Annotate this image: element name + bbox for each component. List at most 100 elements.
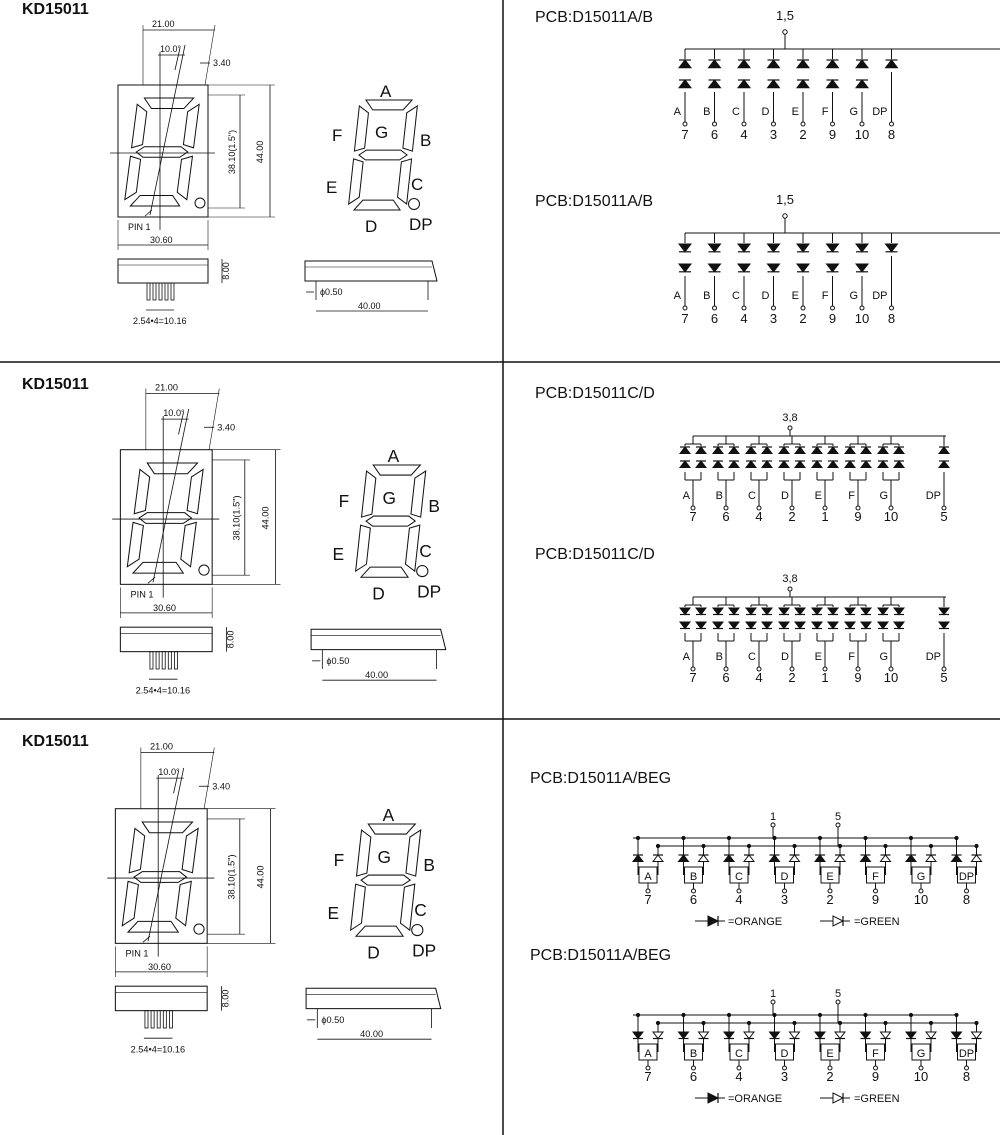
led-diode-icon	[760, 607, 774, 616]
pin-number: 9	[854, 670, 861, 685]
display-body-side	[305, 987, 442, 1010]
slant-line	[178, 411, 184, 435]
segment-label-a: A	[380, 82, 392, 101]
led-diode-icon	[678, 460, 692, 468]
pin-dot	[645, 888, 651, 894]
segment-pin-label: G	[849, 106, 858, 118]
pin-dot	[964, 888, 969, 894]
led-diode-icon	[843, 446, 857, 454]
pin-dot	[830, 121, 835, 127]
pin-number: 10	[855, 127, 869, 142]
pin-dot	[889, 121, 894, 127]
led-diode-icon	[937, 460, 951, 468]
pin1-label: PIN 1	[131, 590, 154, 600]
seg-g	[133, 871, 188, 883]
diode-triangle	[711, 460, 725, 468]
dim-pin-pitch: 2.54•4=10.16	[133, 316, 186, 326]
led-diode-icon	[843, 621, 857, 630]
led-diode-icon	[744, 446, 758, 454]
orange-led-icon	[677, 1031, 690, 1040]
pin-number: 9	[829, 311, 836, 326]
led-diode-icon	[736, 263, 752, 273]
diode-triangle	[810, 446, 824, 454]
diode-triangle	[950, 1031, 963, 1040]
led-diode-icon	[795, 243, 811, 253]
seg-f	[360, 470, 377, 518]
diode-triangle	[795, 263, 811, 273]
diode-triangle	[736, 243, 752, 253]
green-led-icon	[833, 1031, 847, 1040]
orange-led-icon	[677, 854, 690, 862]
segment-label-d: D	[372, 584, 385, 604]
pin-number: 6	[711, 311, 718, 326]
orange-led-icon	[950, 854, 963, 862]
led-diode-icon	[711, 607, 725, 616]
diode-triangle	[859, 854, 872, 862]
dim-width-top: 21.00	[155, 383, 178, 393]
pcb-heading: PCB:D15011A/BEG	[530, 947, 671, 964]
seg-g	[358, 149, 408, 161]
led-diode-icon	[859, 446, 873, 454]
pin-dot	[736, 888, 742, 894]
diode-triangle	[631, 854, 645, 862]
pin-dot	[918, 1065, 924, 1071]
pin-lead	[155, 651, 160, 670]
led-diode-icon	[760, 460, 774, 468]
diode-triangle	[970, 1031, 983, 1040]
common-pin-dot	[787, 425, 793, 431]
diode-triangle	[795, 243, 811, 253]
pin-lead	[144, 1010, 149, 1029]
segment-pin-label: F	[872, 1048, 879, 1060]
dim-body-width: 30.60	[153, 603, 176, 613]
diode-triangle	[727, 621, 741, 630]
led-diode-icon	[727, 607, 741, 616]
legend-triangle	[832, 1092, 845, 1104]
seg-e	[354, 524, 371, 573]
segment-pin-label: D	[781, 1048, 789, 1060]
common-pin-label: 1	[770, 988, 776, 1000]
display-body-bottom	[119, 626, 213, 653]
segment-pin-label: B	[690, 871, 697, 883]
pin-dot	[827, 888, 833, 894]
orange-led-icon	[950, 1031, 963, 1040]
digit-outline	[126, 462, 204, 574]
pin-number: 10	[884, 670, 898, 685]
pin-dot	[827, 1065, 833, 1071]
led-diode-icon	[677, 59, 693, 69]
segment-pin-label: E	[792, 290, 799, 302]
led-diode-icon	[843, 460, 857, 468]
orange-led-icon	[813, 854, 827, 862]
led-diode-icon	[826, 460, 840, 468]
junction-dot	[928, 843, 934, 849]
diode-triangle	[924, 1031, 938, 1040]
segment-pin-label: C	[748, 490, 756, 502]
segment-map-dp	[416, 564, 429, 578]
led-diode-icon	[854, 59, 870, 69]
segment-map-digit	[354, 464, 427, 578]
dim-ext	[204, 24, 216, 86]
pin-number: 8	[963, 1069, 970, 1084]
diode-triangle	[859, 446, 873, 454]
common-pin-label: 5	[835, 811, 841, 823]
diode-triangle	[859, 621, 873, 630]
pin-dot	[859, 305, 865, 311]
junction-dot	[908, 1012, 914, 1018]
diode-triangle	[678, 621, 692, 630]
led-diode-icon	[777, 446, 791, 454]
diode-triangle	[727, 460, 741, 468]
segment-label-c: C	[414, 900, 427, 920]
led-diode-icon	[766, 243, 781, 253]
green-led-icon	[788, 1031, 801, 1040]
diode-triangle	[859, 460, 873, 468]
diode-triangle	[736, 79, 752, 89]
diode-triangle	[677, 59, 693, 69]
diode-triangle	[904, 854, 918, 862]
diode-triangle	[722, 1031, 736, 1040]
diode-triangle	[833, 854, 847, 862]
pin-dot	[789, 505, 795, 511]
segment-label-g: G	[383, 488, 396, 508]
pin-dot	[822, 666, 828, 672]
pcb-heading: PCB:D15011A/BEG	[530, 770, 671, 787]
